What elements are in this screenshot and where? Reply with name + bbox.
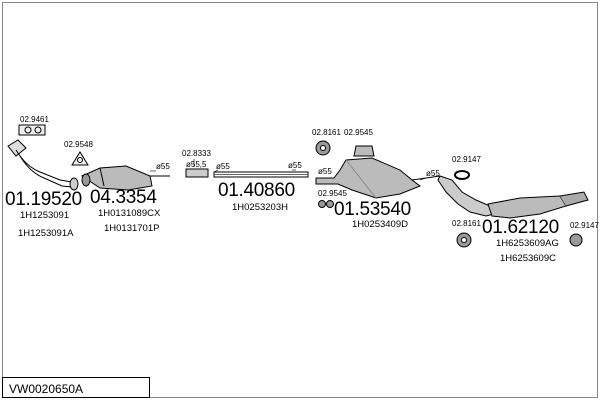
part-ref: 1H0253409D — [352, 219, 408, 230]
part-ref: 1H6253609C — [500, 253, 556, 264]
dimension-label: ø55 — [216, 162, 230, 171]
part-ref: 1H0131701P — [104, 223, 160, 234]
part-ref: 1H0253203H — [232, 202, 288, 213]
rubber-mount-icon — [315, 140, 331, 156]
part-number: 04.3354 — [90, 187, 157, 208]
small-hanger-icon — [318, 200, 334, 208]
dimension-label: ø55 — [426, 169, 440, 178]
accessory-label: 02.9545 — [318, 189, 347, 198]
accessory-label: 02.9147 — [452, 155, 481, 164]
centre-silencer-drawing — [315, 157, 441, 199]
accessory-label: 02.9545 — [344, 128, 373, 137]
dimension-label: ø55 — [318, 167, 332, 176]
leader-lines — [150, 159, 427, 181]
intermediate-pipe-drawing — [213, 171, 309, 178]
flange-gasket-icon — [18, 124, 46, 136]
rear-silencer-drawing — [437, 175, 589, 219]
part-number: 01.53540 — [334, 199, 411, 220]
part-number: 01.40860 — [218, 180, 295, 201]
rubber-mount-2-icon — [456, 232, 472, 248]
dimension-label: ø55 — [156, 162, 170, 171]
accessory-label: 02.9147 — [570, 221, 599, 230]
hanger-icon — [353, 145, 375, 157]
accessory-label: 02.9461 — [20, 115, 49, 124]
catalytic-converter-drawing — [80, 165, 170, 191]
clamp-icon — [185, 168, 209, 178]
accessory-label: 02.8161 — [312, 128, 341, 137]
diagram-code: VW0020650A — [2, 377, 150, 398]
ring-clamp-2-icon — [569, 233, 583, 247]
part-ref: 1H0131089CX — [98, 208, 161, 219]
dimension-label: ø55,5 — [186, 160, 207, 169]
part-ref: 1H1253091A — [18, 228, 74, 239]
part-ref: 1H1253091 — [20, 210, 70, 221]
front-pipe-drawing — [7, 139, 79, 191]
part-ref: 1H6253609AG — [496, 238, 559, 249]
accessory-label: 02.8333 — [182, 149, 211, 158]
accessory-label: 02.9548 — [64, 140, 93, 149]
part-number: 01.19520 — [5, 189, 82, 210]
dimension-label: ø55 — [288, 161, 302, 170]
ring-clamp-icon — [454, 170, 470, 180]
part-number: 01.62120 — [482, 217, 559, 238]
accessory-label: 02.8161 — [452, 219, 481, 228]
triangle-gasket-icon — [71, 151, 89, 166]
